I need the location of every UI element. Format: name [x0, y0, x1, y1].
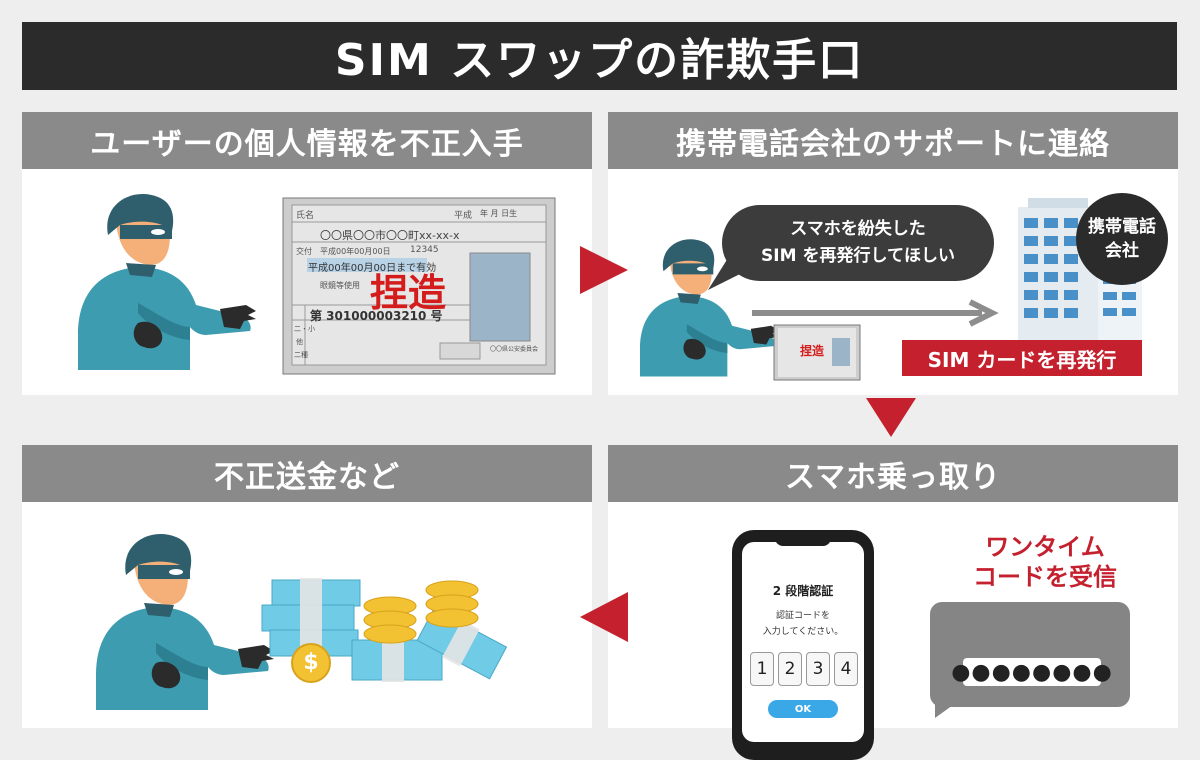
id-row-2: 他	[296, 338, 303, 346]
arrow-left-red-icon	[580, 592, 628, 642]
speech-line-1: スマホを紛失した	[790, 219, 926, 239]
otp-line-1: ワンタイム	[985, 533, 1105, 561]
id-issue-number: 12345	[410, 245, 439, 255]
carrier-line-2: 会社	[1105, 241, 1139, 261]
id-commission: 〇〇県公安委員会	[490, 346, 539, 353]
forged-stamp: 捏造	[370, 271, 447, 315]
id-era-date: 年 月 日生	[480, 209, 518, 218]
phone-instruction-2: 入力してください。	[762, 627, 844, 637]
ok-button[interactable]: OK	[768, 700, 838, 718]
phone-notch	[775, 536, 831, 546]
page-title: SIM スワップの詐欺手口	[22, 22, 1177, 90]
code-digit-4[interactable]: 4	[834, 652, 858, 686]
step-2-heading: 携帯電話会社のサポートに連絡	[608, 112, 1178, 169]
password-notification	[930, 602, 1130, 707]
id-row-1: 二・小	[294, 325, 315, 333]
forged-stamp-small: 捏造	[800, 344, 825, 358]
step-4-heading: 不正送金など	[22, 445, 592, 502]
phone-instruction-1: 認証コードを	[775, 611, 830, 621]
hacker-figure-3	[96, 534, 274, 710]
carrier-label: 携帯電話 会社	[1076, 193, 1168, 285]
id-number: 第 301000003210 号	[310, 309, 443, 323]
dollar-coin-icon	[291, 643, 331, 683]
otp-line-2: コードを受信	[973, 563, 1117, 591]
id-address: 〇〇県〇〇市〇〇町xx-xx-x	[320, 229, 460, 242]
code-digit-3[interactable]: 3	[806, 652, 830, 686]
speech-line-2: SIM を再発行してほしい	[761, 246, 955, 266]
id-issue-date: 平成00年00月00日	[320, 247, 391, 256]
id-condition: 眼鏡等使用	[320, 281, 360, 290]
dollar-symbol: $	[303, 650, 319, 675]
hacker-figure-1	[78, 194, 256, 370]
step-3-heading: スマホ乗っ取り	[608, 445, 1178, 502]
id-issue-label: 交付	[296, 247, 312, 256]
id-row-3: 二種	[294, 351, 308, 359]
arrow-down-red-icon	[866, 398, 916, 437]
building-icon	[1018, 198, 1142, 340]
carrier-line-1: 携帯電話	[1088, 217, 1156, 237]
id-name-label: 氏名	[296, 211, 315, 221]
phone-title: 2 段階認証	[772, 584, 834, 598]
code-digit-1[interactable]: 1	[750, 652, 774, 686]
code-digit-2[interactable]: 2	[778, 652, 802, 686]
password-field: ●●●●●●●●	[951, 658, 1113, 686]
otp-label: ワンタイム コードを受信	[945, 532, 1145, 594]
step-1-heading: ユーザーの個人情報を不正入手	[22, 112, 592, 169]
speech-bubble: スマホを紛失した SIM を再発行してほしい	[722, 205, 994, 281]
arrow-right-red-icon	[580, 246, 628, 294]
sim-reissue-tag: SIM カードを再発行	[902, 340, 1142, 376]
id-era-label: 平成	[454, 211, 473, 221]
step-panel-3: スマホ乗っ取り	[608, 445, 1178, 728]
arrow-right-icon	[968, 299, 999, 327]
coin-stack-icon	[363, 580, 479, 644]
id-expiry: 平成00年00月00日まで有効	[308, 263, 437, 274]
